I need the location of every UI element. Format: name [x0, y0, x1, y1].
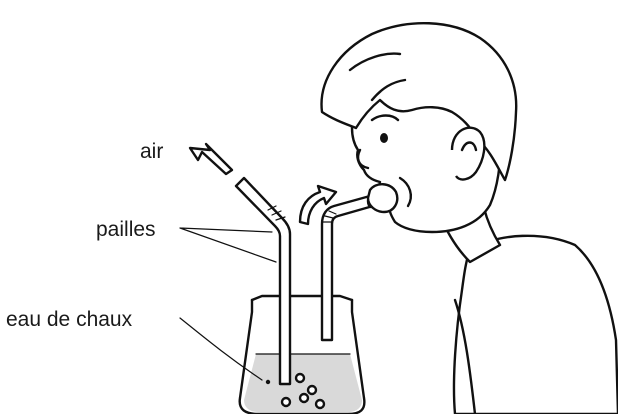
beaker [240, 296, 365, 414]
straws-leader-line [180, 228, 276, 262]
limewater-liquid [244, 354, 362, 412]
air-inflow-arrow [190, 144, 232, 174]
label-straws: pailles [96, 218, 156, 241]
boy-mouth [368, 184, 397, 212]
bubble [282, 398, 290, 406]
boy-figure [322, 23, 618, 414]
bubble [296, 374, 304, 382]
boy-shirt [454, 236, 618, 414]
left-straw [236, 178, 290, 384]
label-air: air [140, 140, 163, 163]
label-limewater: eau de chaux [6, 308, 133, 331]
bubble [316, 400, 324, 408]
bubble [300, 394, 308, 402]
bubble [308, 386, 316, 394]
boy-eye [380, 133, 388, 143]
